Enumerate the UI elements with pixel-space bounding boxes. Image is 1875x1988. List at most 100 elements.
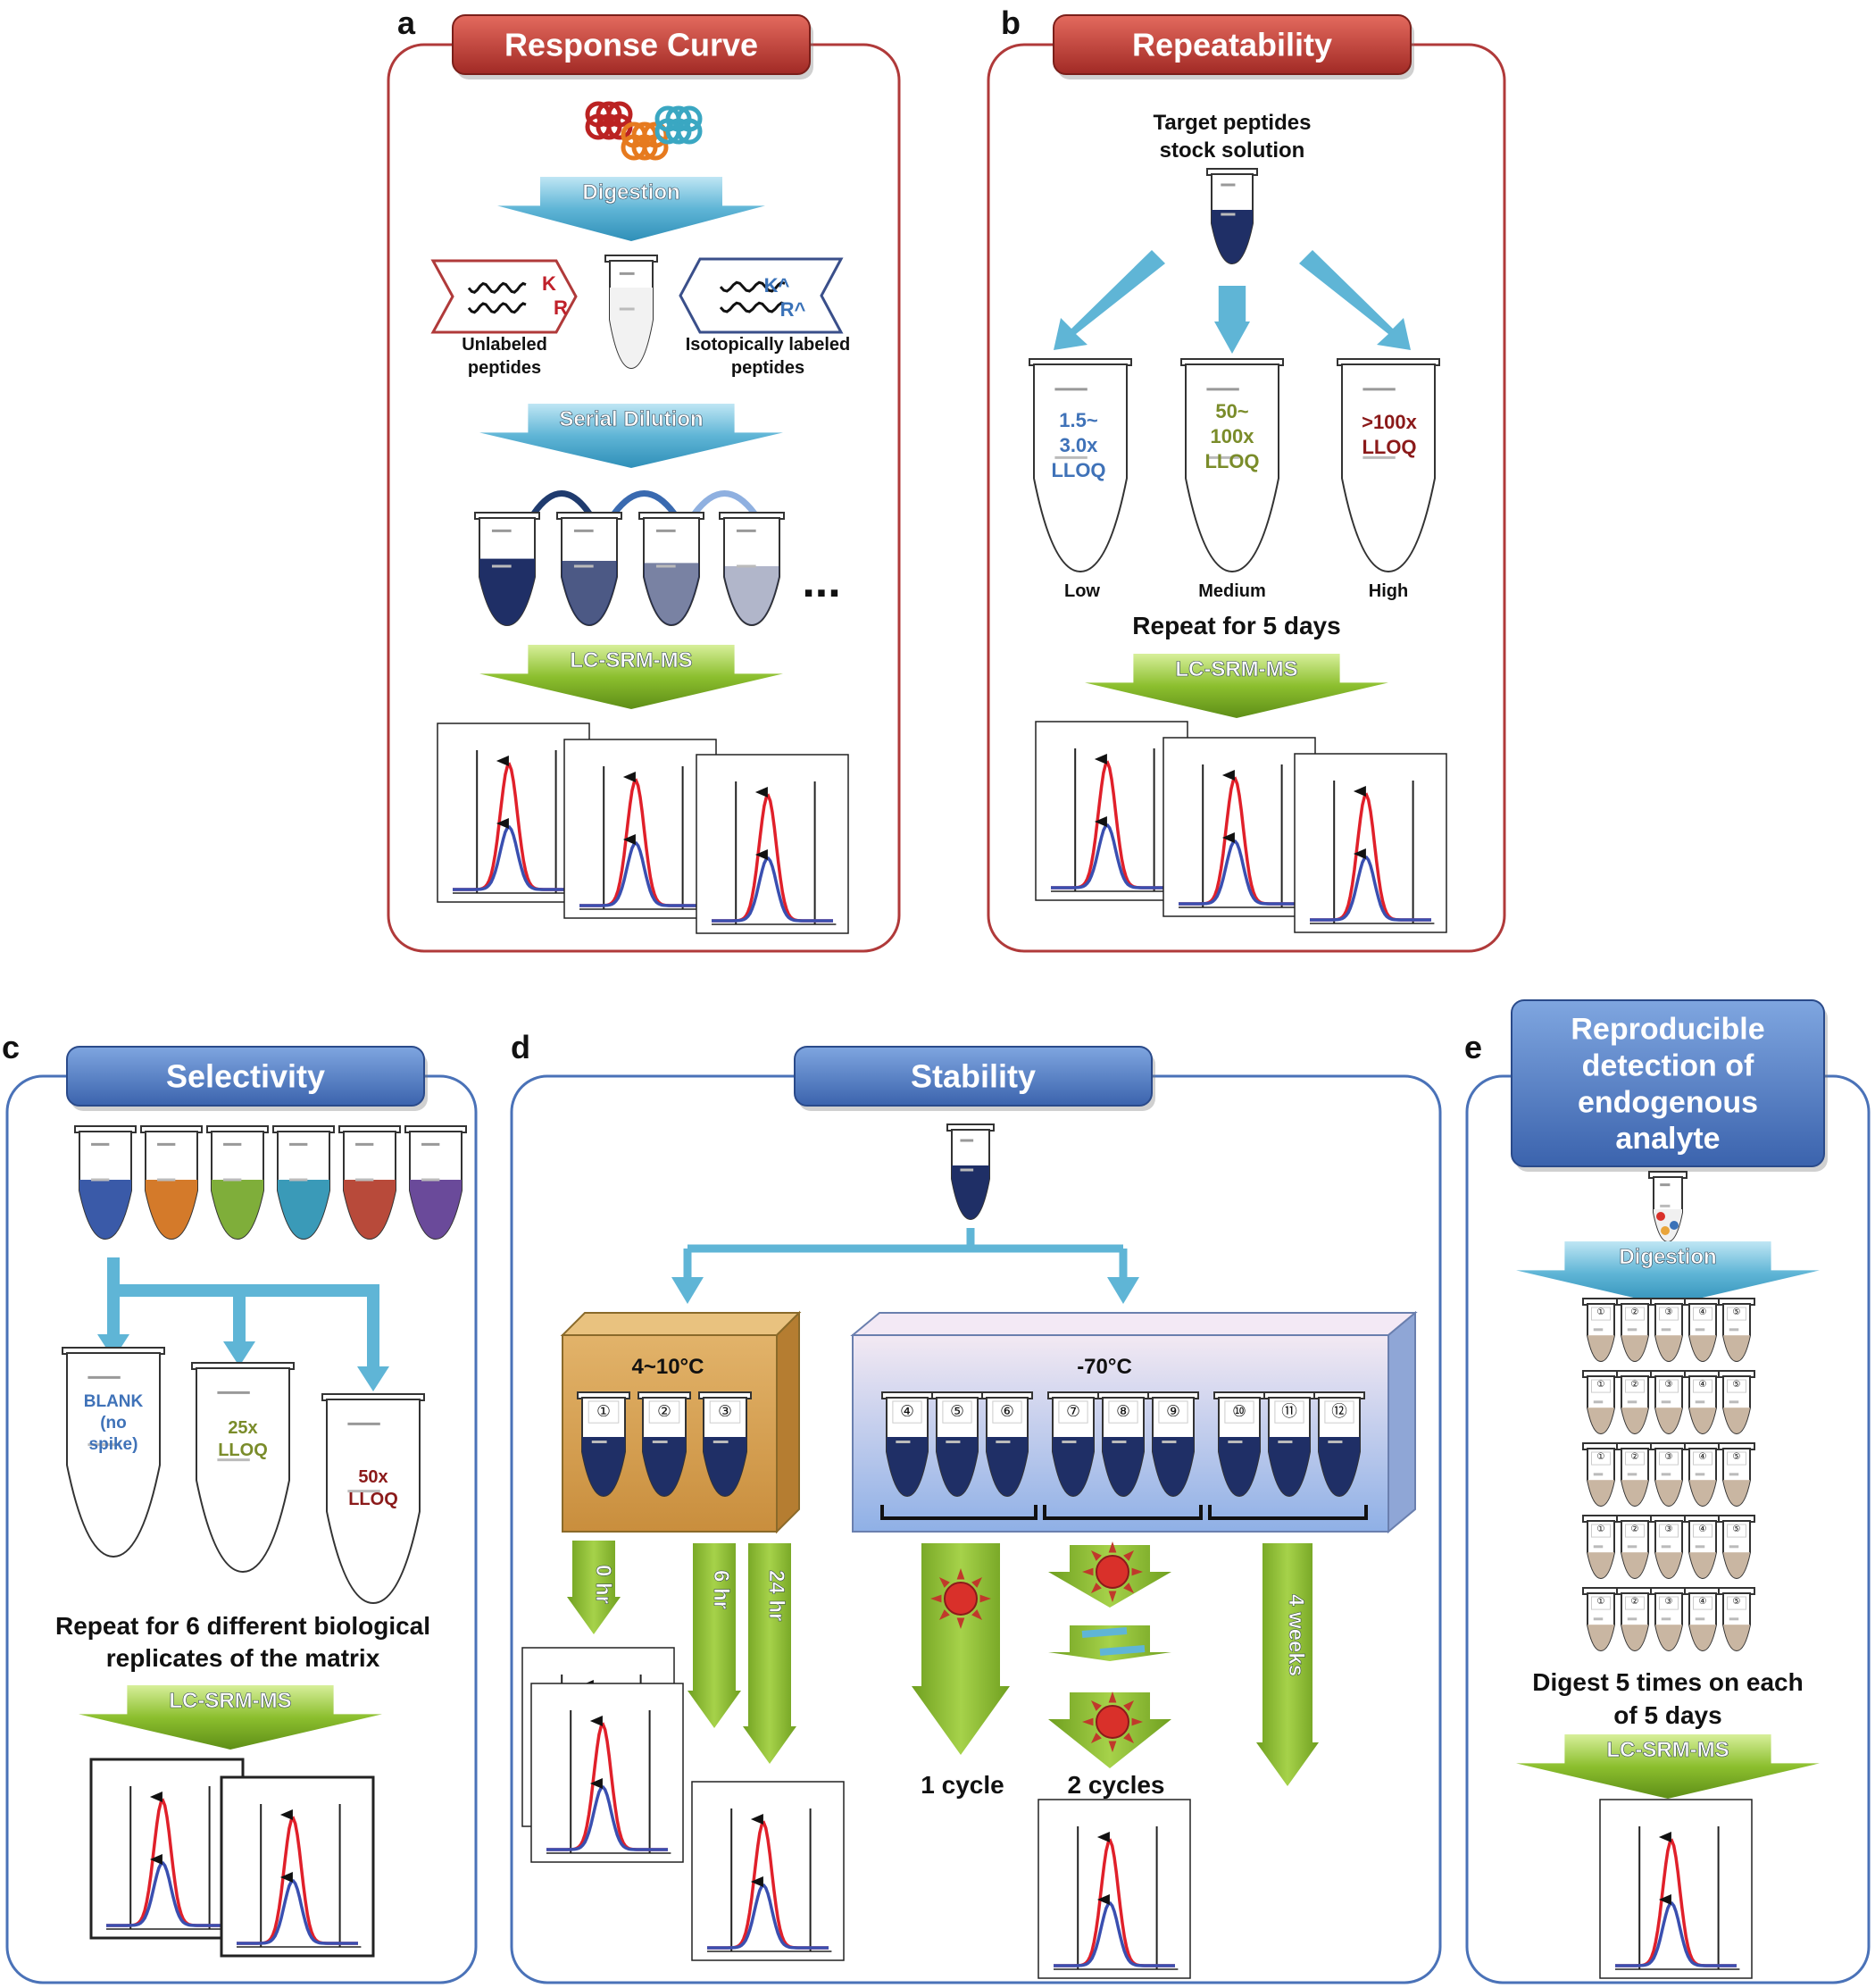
endogenous-dot [1670, 1221, 1679, 1230]
unlabeled-peptide-tag [430, 259, 578, 334]
digest-grid-tube-numbox [1659, 1596, 1679, 1610]
digest-grid-tube-num: ② [1630, 1307, 1638, 1317]
cold-tube-numbox [1224, 1400, 1254, 1424]
panel-c-chrom-1-blue-peak-flag [149, 1854, 162, 1865]
dilution-curve-arrow [531, 490, 592, 516]
medium-value-line: 50~ [1215, 400, 1248, 422]
digest-grid-tube-num: ① [1596, 1452, 1604, 1462]
cycle-2-sun-a [1096, 1555, 1129, 1589]
panel-b-chrom-2-red-peak-flag [1221, 770, 1235, 781]
branch-line [113, 1284, 379, 1366]
panel-e-chrom-blue-peak [1615, 1900, 1737, 1967]
digest-grid-tube-numbox [1625, 1596, 1645, 1610]
digest-grid-tube-numbox [1727, 1307, 1746, 1321]
arrow-6hr [688, 1543, 741, 1728]
arrow-1-cycle [912, 1543, 1010, 1755]
frozen-wave [1081, 1627, 1146, 1656]
panel-e-title-label: endogenous [1578, 1085, 1758, 1119]
cold-tube-numbox [942, 1400, 972, 1424]
digest-grid-tube-num: ② [1630, 1380, 1638, 1390]
repeatability-tube-low [1033, 363, 1128, 573]
cycle-2-sun-a-ray [1108, 1591, 1117, 1602]
cycle-2-sun-b-ray [1108, 1691, 1117, 1703]
cycle-2-sun-b-ray [1090, 1700, 1102, 1711]
serial-dilution-arrow-label: Serial Dilution [559, 407, 703, 431]
cold-tube-num: ⑤ [950, 1402, 964, 1420]
cycle-2-sun-b-ray [1131, 1717, 1143, 1726]
panel-a-title [452, 14, 811, 75]
warm-tube-num: ① [596, 1402, 611, 1420]
digest-grid-tube-numbox [1693, 1379, 1712, 1393]
medium-value-line: LLOQ [1204, 450, 1259, 472]
low-label: Low [1064, 581, 1100, 601]
cold-tube-numbox [1324, 1400, 1354, 1424]
digest-grid-tube-numbox [1727, 1379, 1746, 1393]
arrow-0hr [567, 1541, 621, 1634]
arrow-to-medium [1214, 286, 1250, 354]
panel-e-chrom-red-peak-flag [1658, 1832, 1671, 1842]
one-cycle-label: 1 cycle [921, 1771, 1004, 1799]
panel-a-chrom-2-blue-peak-flag [622, 834, 636, 845]
low-value-line: LLOQ [1051, 459, 1105, 481]
residue-r-labeled: R^ [780, 298, 806, 321]
panel-b-title-label: Repeatability [1132, 27, 1332, 63]
panel-b-chrom-3-blue-peak [1310, 855, 1431, 922]
blank-label-line: spike) [89, 1435, 138, 1454]
labeled-peptide-tag-chain [719, 301, 786, 313]
panel-e-chrom [1599, 1799, 1753, 1979]
panel-b-lcms-arrow [1085, 654, 1388, 718]
repeatability-tube-medium [1185, 363, 1279, 573]
digest-grid-tube-num: ① [1596, 1524, 1604, 1534]
digest-grid-tube-num: ⑤ [1732, 1452, 1740, 1462]
panel-a-chrom-3 [696, 754, 849, 934]
digest-grid-tube-num: ③ [1664, 1452, 1672, 1462]
cold-tube-num: ⑨ [1166, 1402, 1180, 1420]
protein-blob [631, 134, 658, 161]
digest-grid-tube-num: ③ [1664, 1380, 1672, 1390]
panel-c-title [66, 1046, 425, 1107]
panel-d-chrom-2-blue-peak-flag [589, 1778, 603, 1789]
cold-tube-numbox [892, 1400, 922, 1424]
panel-b-chrom-3 [1294, 753, 1447, 933]
stock-label-line: stock solution [1160, 138, 1305, 163]
digest-grid-tube-numbox [1591, 1524, 1611, 1538]
panel-b-chrom-3-red-peak-flag [1353, 786, 1366, 797]
stability-arrowhead [671, 1277, 704, 1304]
four-weeks-label: 4 weeks [1284, 1594, 1308, 1676]
mid-spike-tube [196, 1367, 290, 1574]
warm-tube-num: ② [657, 1402, 671, 1420]
panel-d-chrom-2 [530, 1683, 684, 1863]
mid-spike-label-line: 25x [228, 1418, 257, 1438]
branch-arrowhead [357, 1366, 389, 1391]
panel-a-chrom-3-blue-peak [712, 856, 833, 923]
digest-grid-tube-numbox [1659, 1379, 1679, 1393]
digest-grid-tube-numbox [1625, 1524, 1645, 1538]
matrix-tube-liquid [278, 1180, 329, 1239]
cycle-2-sun-b-ray [1123, 1700, 1135, 1711]
digest-5-times-line: Digest 5 times on each [1532, 1668, 1803, 1696]
panel-e-digestion-arrow [1516, 1241, 1820, 1306]
digest-grid-tube-numbox [1693, 1451, 1712, 1466]
arrow-to-high [1299, 250, 1411, 350]
panel-c-chrom-2 [220, 1775, 375, 1958]
digest-grid-tube-num: ④ [1698, 1380, 1706, 1390]
digest-grid-tube-num: ② [1630, 1452, 1638, 1462]
digest-grid-tube-num: ⑤ [1732, 1597, 1740, 1607]
warm-tube-num: ③ [718, 1402, 732, 1420]
dilution-tube-liquid [479, 558, 535, 625]
panel-c-chrom-2-blue-peak-flag [279, 1872, 293, 1883]
panel-b-lcms-arrow-label: LC-SRM-MS [1175, 657, 1297, 681]
high-value-line: LLOQ [1362, 436, 1416, 458]
panel-a-lcms-arrow-label: LC-SRM-MS [570, 648, 692, 672]
cycle-2-sun-a-ray [1090, 1583, 1102, 1594]
cold-tube-num: ⑧ [1116, 1402, 1130, 1420]
panel-e-chrom-blue-peak-flag [1658, 1894, 1671, 1905]
low-value-line: 1.5~ [1059, 409, 1098, 431]
cycle-2-sun-a-ray [1123, 1583, 1135, 1594]
digest-grid-tube-numbox [1659, 1307, 1679, 1321]
cold-tube-num: ④ [900, 1402, 914, 1420]
panel-b-chrom-1-blue-peak-flag [1094, 816, 1107, 827]
labeled-label-line: Isotopically labeled [686, 335, 851, 355]
protein-blob [676, 118, 703, 145]
